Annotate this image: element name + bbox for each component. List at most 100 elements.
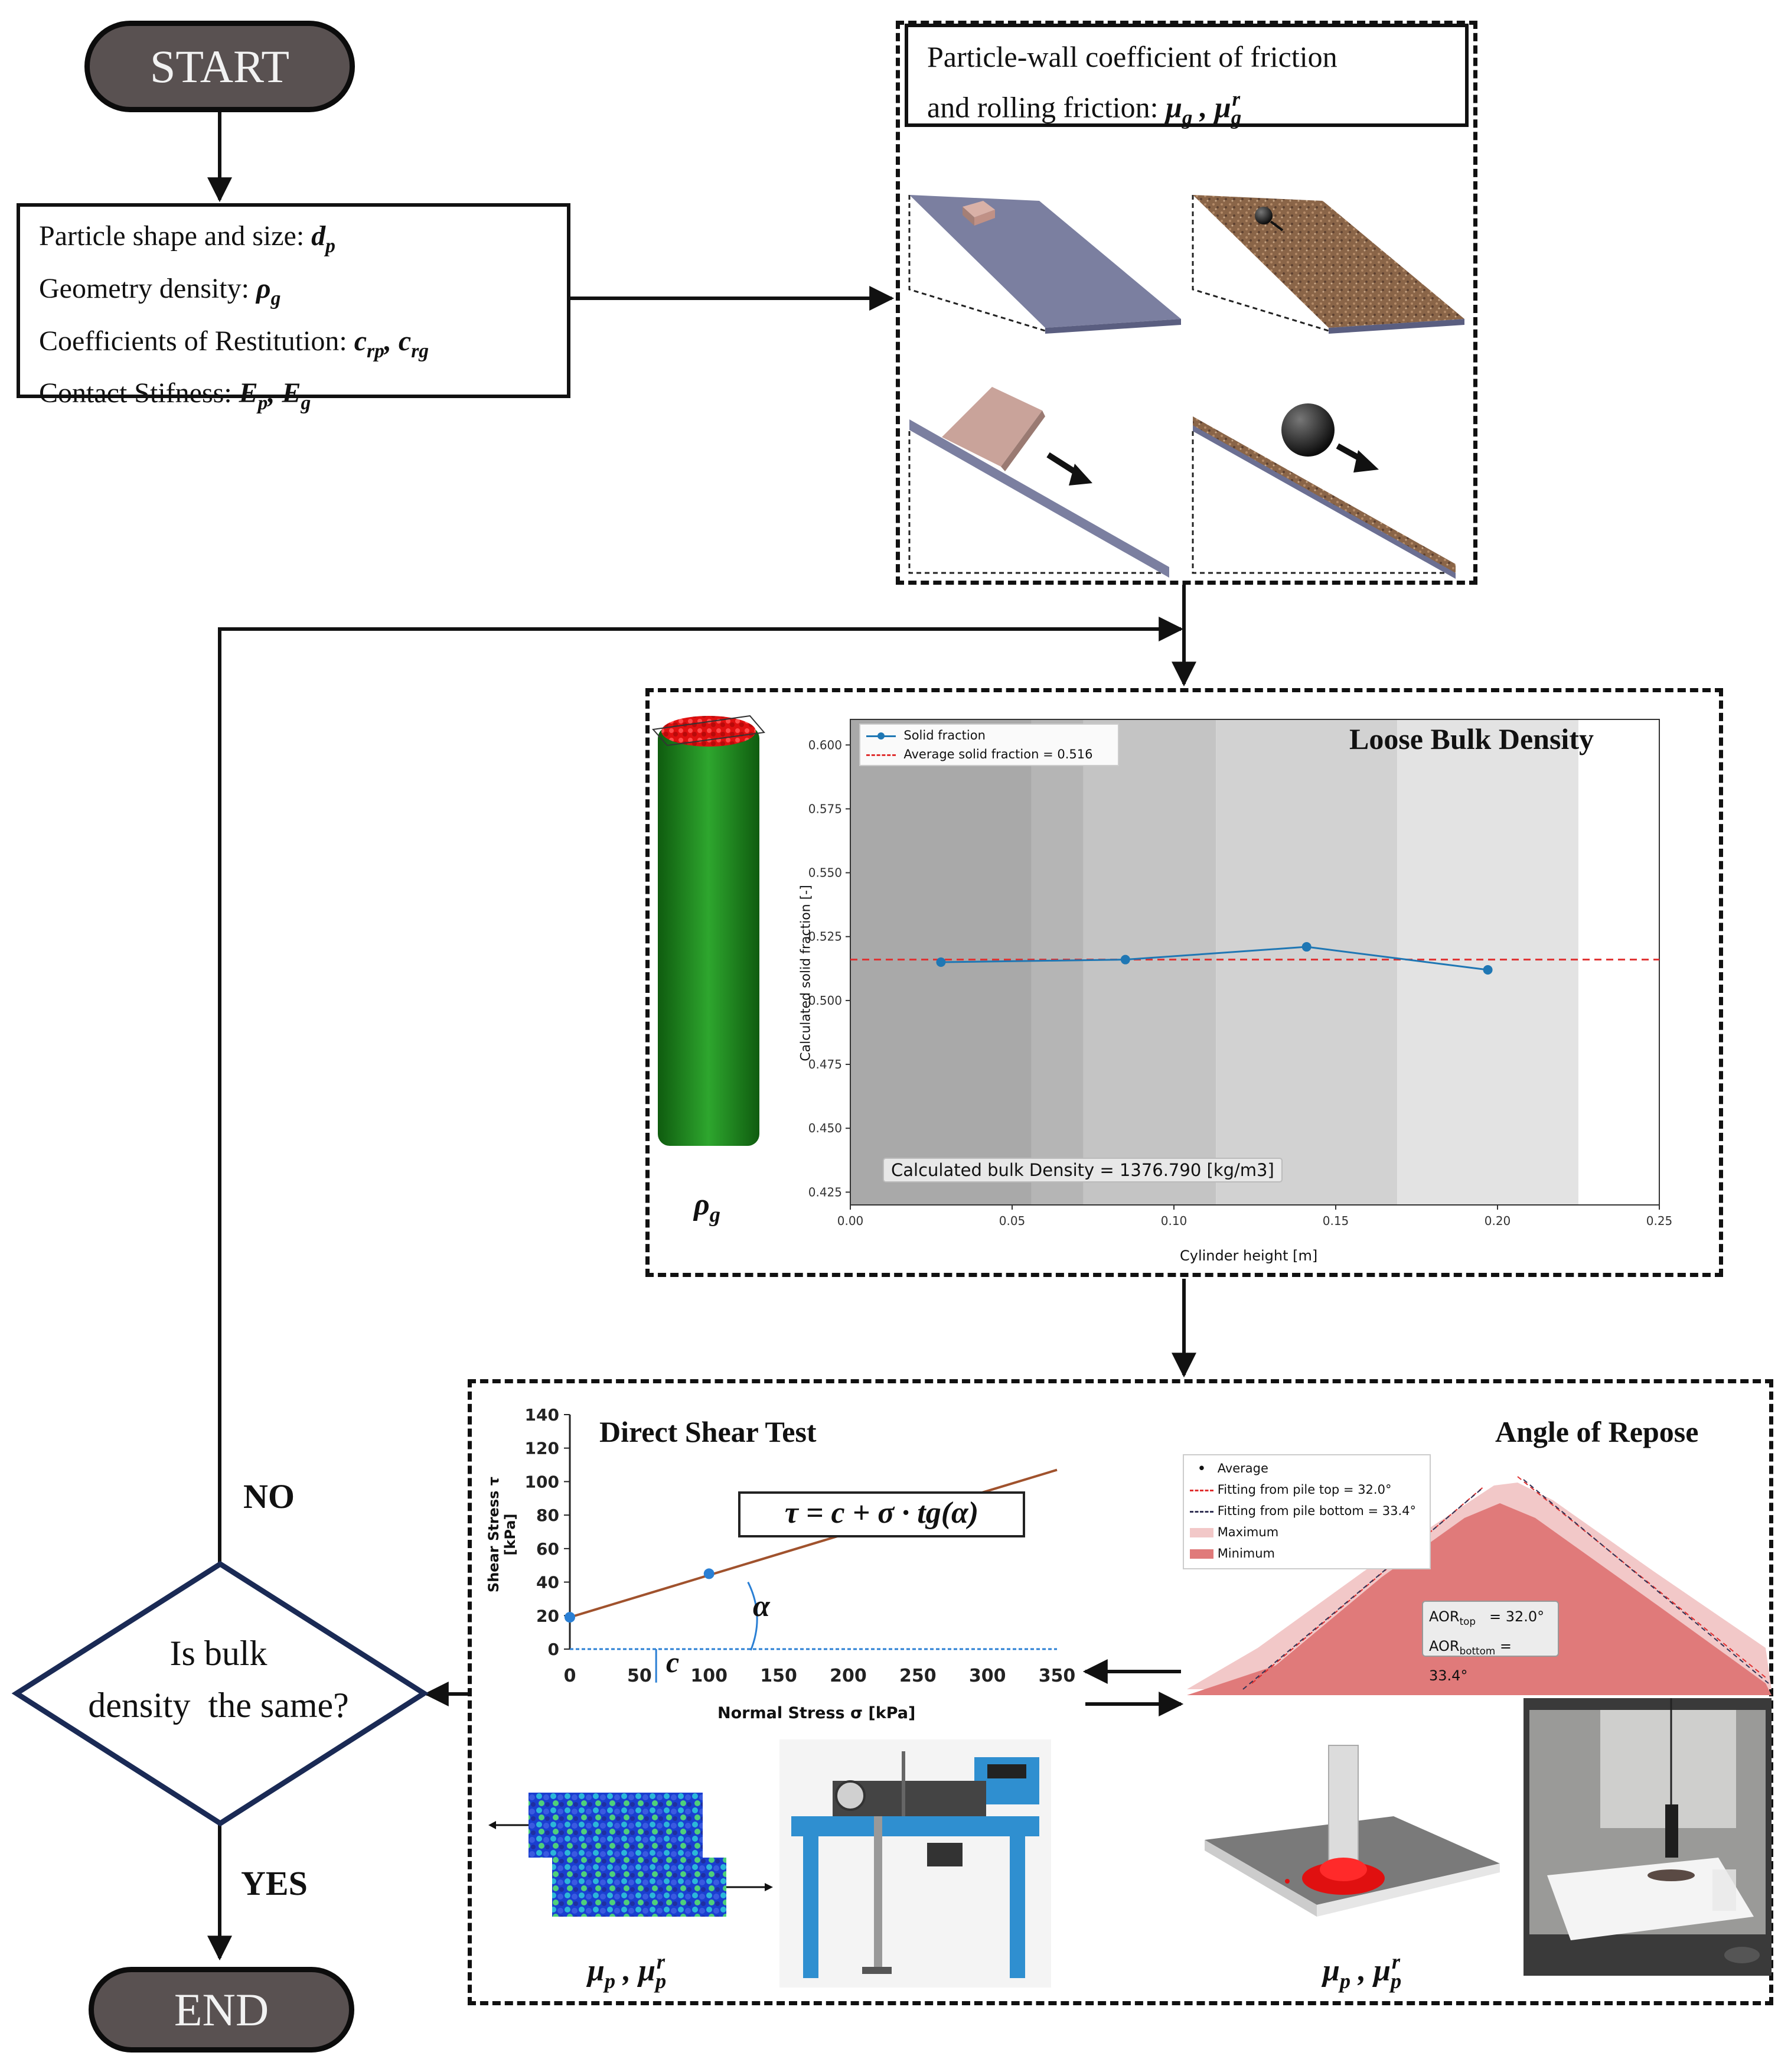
aor-values-box: AORtop = 32.0° AORbottom = 33.4° xyxy=(1422,1601,1559,1684)
x-tick-label: 50 xyxy=(627,1666,652,1686)
decision-line-1: Is bulk xyxy=(169,1634,267,1673)
aor-top-value: AORtop = 32.0° xyxy=(1429,1608,1545,1627)
cylinder-particles-top xyxy=(661,716,756,747)
shear-machine-photo xyxy=(779,1739,1051,1988)
start-label: START xyxy=(149,40,290,92)
x-tick-label: 250 xyxy=(899,1666,937,1686)
shear-data-point xyxy=(703,1568,715,1579)
shear-friction-label: μp , μpr xyxy=(588,1950,667,1993)
y-tick-label: 0.475 xyxy=(808,1057,842,1071)
param-geometry-density: Geometry density: ρg xyxy=(39,272,281,310)
legend-item-average: Average solid fraction = 0.516 xyxy=(866,745,1112,764)
x-tick-label: 350 xyxy=(1039,1666,1076,1686)
friction-title-line1: Particle-wall coefficient of friction xyxy=(927,40,1337,73)
repose-friction-label: μp , μpr xyxy=(1323,1950,1402,1993)
angle-of-repose-plot xyxy=(1187,1476,1772,1695)
legend-maximum: Maximum xyxy=(1190,1522,1424,1543)
yes-label: YES xyxy=(241,1864,308,1902)
ball-on-gravel-steep xyxy=(1192,403,1456,579)
solid-fraction-point xyxy=(1120,954,1130,965)
incline-illustrations xyxy=(908,195,1464,579)
y-tick-label: 0.575 xyxy=(808,802,842,816)
repose-minimum-area xyxy=(1187,1503,1772,1695)
repose-bottom-fit-right xyxy=(1523,1479,1769,1684)
alpha-arc xyxy=(747,1581,758,1651)
plot-frame xyxy=(850,719,1660,1206)
angle-of-repose-title: Angle of Repose xyxy=(1495,1415,1699,1448)
legend-average: • Average xyxy=(1198,1461,1268,1475)
shear-equation: τ = c + σ · tg(α) xyxy=(784,1496,979,1530)
cohesion-label: c xyxy=(666,1646,680,1679)
band-2 xyxy=(1083,719,1216,1205)
calibration-tests-box xyxy=(468,1379,1773,2005)
chart-legend: Solid fraction Average solid fraction = … xyxy=(859,724,1119,766)
legend-minimum: Minimum xyxy=(1190,1543,1424,1564)
y-tick-label: 40 xyxy=(536,1573,559,1592)
solid-fraction-xlabel: Cylinder height [m] xyxy=(1180,1247,1318,1264)
dem-shear-sample xyxy=(488,1793,773,1917)
direct-shear-xlabel: Normal Stress σ [kPa] xyxy=(717,1704,916,1722)
decision-line-2: density the same? xyxy=(88,1686,349,1725)
repose-legend: • Average Fitting from pile top = 32.0° … xyxy=(1183,1454,1431,1569)
solid-fraction-point xyxy=(1301,942,1312,952)
x-tick-label: 0.10 xyxy=(1161,1214,1188,1228)
end-label: END xyxy=(174,1983,269,2035)
alpha-label: α xyxy=(753,1589,770,1623)
y-tick-label: 0.425 xyxy=(808,1185,842,1199)
block-on-plate-steep xyxy=(908,387,1169,578)
y-tick-label: 140 xyxy=(525,1405,559,1425)
loose-bulk-density-box xyxy=(645,688,1723,1277)
x-tick-label: 300 xyxy=(969,1666,1006,1686)
initial-parameters-box: Particle shape and size: dp Geometry den… xyxy=(17,203,570,414)
repose-bottom-fit-left xyxy=(1242,1488,1483,1690)
y-tick-label: 0 xyxy=(548,1640,559,1659)
x-tick-label: 0.20 xyxy=(1485,1214,1511,1228)
y-tick-label: 80 xyxy=(536,1506,559,1525)
param-restitution: Coefficients of Restitution: crp, crg xyxy=(39,325,429,362)
end-terminal: END xyxy=(89,1967,354,2053)
shear-equation-box: τ = c + σ · tg(α) xyxy=(738,1491,1025,1537)
ball-on-gravel-shallow xyxy=(1192,195,1464,334)
aor-bottom-value: AORbottom = 33.4° xyxy=(1429,1637,1512,1684)
y-tick-label: 60 xyxy=(536,1539,559,1559)
decision-diamond xyxy=(11,1560,429,1827)
x-tick-label: 100 xyxy=(690,1666,728,1686)
legend-item-solid-fraction: Solid fraction xyxy=(866,726,1112,745)
y-tick-label: 100 xyxy=(525,1472,559,1491)
param-contact-stiffness: Contact Stifness: Ep, Eg xyxy=(39,377,311,414)
arrow-no-loop xyxy=(218,617,1184,1562)
legend-top-fit: Fitting from pile top = 32.0° xyxy=(1190,1479,1424,1500)
repose-top-fit-left xyxy=(1251,1485,1486,1684)
direct-shear-title: Direct Shear Test xyxy=(599,1415,817,1448)
cylinder-illustration xyxy=(652,715,765,1146)
x-tick-label: 0.00 xyxy=(837,1214,864,1228)
repose-rig-photo xyxy=(1524,1698,1772,1976)
cylinder-body xyxy=(658,726,759,1146)
start-terminal: START xyxy=(84,21,355,112)
solid-fraction-point xyxy=(1483,965,1493,975)
x-tick-label: 0.05 xyxy=(999,1214,1026,1228)
band-3 xyxy=(1216,719,1398,1205)
shear-data-point xyxy=(565,1612,575,1623)
x-tick-label: 0.15 xyxy=(1323,1214,1349,1228)
y-tick-label: 20 xyxy=(536,1606,559,1625)
y-tick-label: 0.550 xyxy=(808,866,842,880)
bulk-density-title: Loose Bulk Density xyxy=(1349,722,1594,755)
friction-title-line2: and rolling friction: μg , μgr xyxy=(927,87,1242,129)
cylinder-density-label: ρg xyxy=(694,1188,720,1227)
solid-fraction-point xyxy=(936,957,946,967)
solid-fraction-line xyxy=(941,946,1488,971)
direct-shear-ylabel: Shear Stress τ [kPa] xyxy=(485,1476,518,1593)
param-particle-size: Particle shape and size: dp xyxy=(39,220,335,257)
y-tick-label: 0.500 xyxy=(808,993,842,1008)
y-tick-label: 0.525 xyxy=(808,930,842,944)
particle-wall-friction-box xyxy=(896,21,1477,585)
repose-simulation-render xyxy=(1205,1745,1500,1917)
decision-question: Is bulk density the same? xyxy=(41,1627,396,1731)
no-label: NO xyxy=(243,1477,295,1516)
y-tick-label: 0.600 xyxy=(808,738,842,752)
x-tick-label: 150 xyxy=(760,1666,797,1686)
